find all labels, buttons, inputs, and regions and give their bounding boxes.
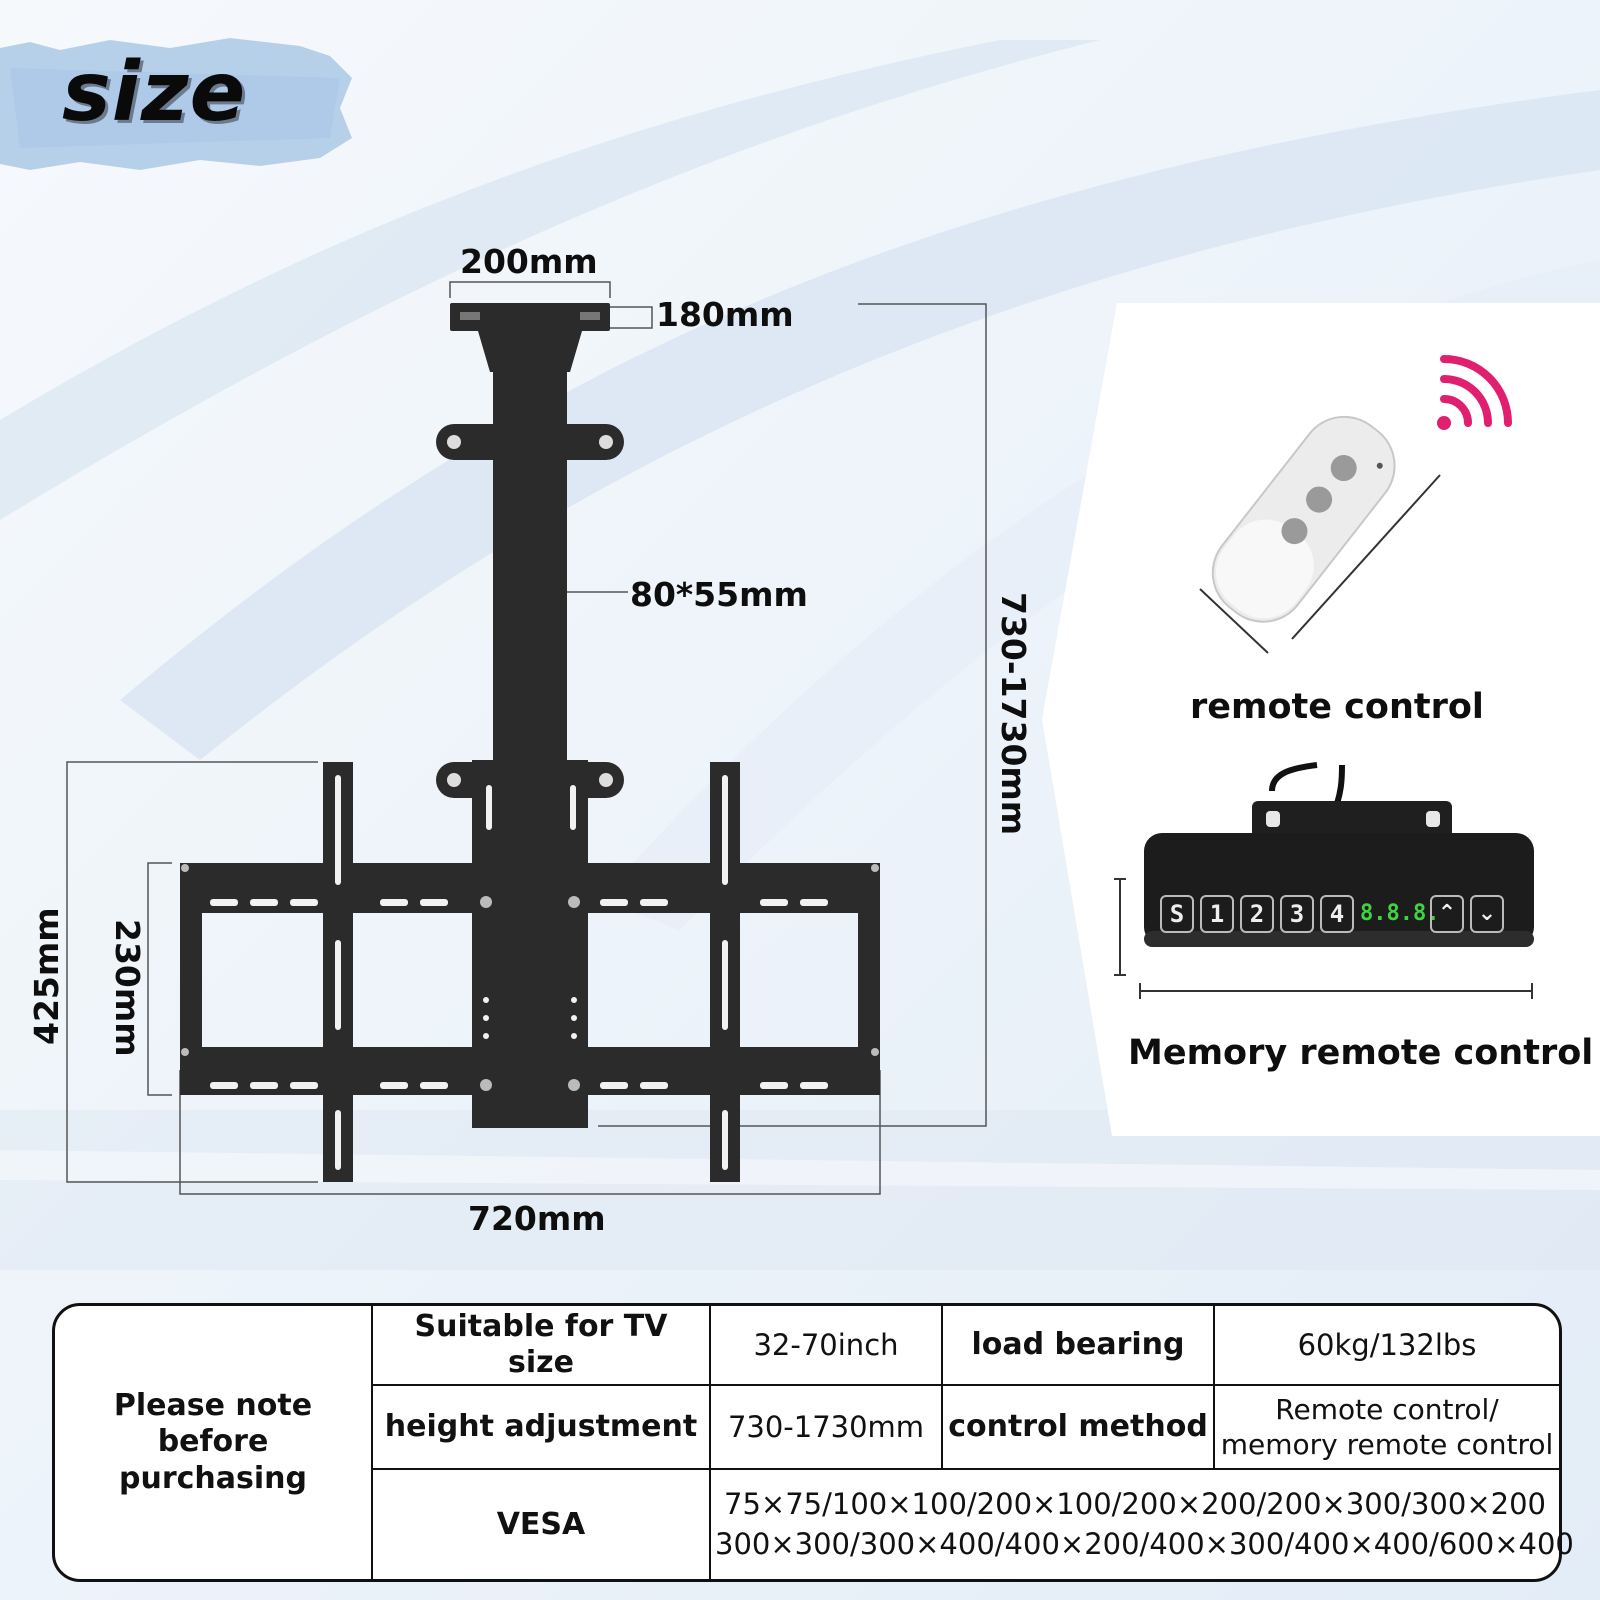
chevron-down-icon: ⌄ (1470, 895, 1504, 933)
key-s: S (1160, 895, 1194, 933)
vesa-header: VESA (373, 1470, 711, 1579)
led-display: 8.8.8. (1360, 901, 1440, 926)
note-line-1: Please note (113, 1387, 313, 1423)
keypad-keys: S 1 2 3 4 8.8.8. ⌃ ⌄ (1160, 895, 1504, 933)
page-title: size (62, 45, 247, 140)
ceiling-mount-drawing (66, 281, 987, 1195)
dim-frame-height: 425mm (27, 907, 66, 1045)
vesa-line-1: 75×75/100×100/200×100/200×200/200×300/30… (724, 1487, 1546, 1522)
tv-size-header: Suitable for TV size (373, 1306, 711, 1386)
table-row: Please note before purchasing Suitable f… (55, 1306, 1559, 1579)
dim-plate-width: 200mm (460, 242, 598, 281)
load-bearing-header: load bearing (943, 1306, 1215, 1386)
control-method-line-2: memory remote control (1220, 1428, 1554, 1461)
key-2: 2 (1240, 895, 1274, 933)
vesa-value: 75×75/100×100/200×100/200×200/200×300/30… (711, 1470, 1574, 1579)
key-1: 1 (1200, 895, 1234, 933)
key-4: 4 (1320, 895, 1354, 933)
chevron-up-icon: ⌃ (1430, 895, 1464, 933)
memory-remote-label: Memory remote control (1128, 1033, 1594, 1073)
control-method-header: control method (943, 1386, 1215, 1470)
height-adjustment-value: 730-1730mm (711, 1386, 943, 1470)
dim-frame-width: 720mm (468, 1199, 606, 1238)
load-bearing-value: 60kg/132lbs (1215, 1306, 1559, 1386)
height-adjustment-header: height adjustment (373, 1386, 711, 1470)
key-3: 3 (1280, 895, 1314, 933)
spec-table: Please note before purchasing Suitable f… (52, 1303, 1574, 1582)
table-row: height adjustment 730-1730mm control met… (55, 1386, 1559, 1470)
dim-rail-height: 230mm (108, 919, 147, 1057)
control-method-line-1: Remote control/ (1275, 1393, 1499, 1426)
remote-control-image (1211, 415, 1396, 623)
title-banner (0, 38, 352, 173)
wifi-signal-icon (1437, 355, 1512, 430)
note-cell: Please note before purchasing (55, 1306, 373, 1579)
dim-height-range: 730-1730mm (994, 592, 1033, 836)
brush-stroke (0, 38, 352, 170)
tv-size-value: 32-70inch (711, 1306, 943, 1386)
note-line-2: before purchasing (119, 1424, 307, 1496)
remote-control-label: remote control (1190, 687, 1484, 727)
control-method-value: Remote control/ memory remote control (1215, 1386, 1559, 1470)
table-row: VESA 75×75/100×100/200×100/200×200/200×3… (55, 1470, 1574, 1579)
dim-column-size: 80*55mm (630, 575, 808, 614)
vesa-line-2: 300×300/300×400/400×200/400×300/400×400/… (715, 1526, 1574, 1561)
dim-plate-depth: 180mm (656, 295, 794, 334)
